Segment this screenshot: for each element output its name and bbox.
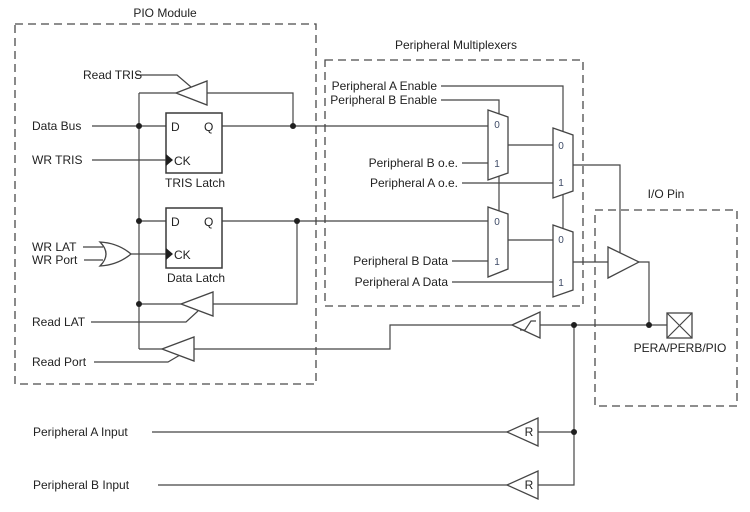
read-port-label: Read Port [32,355,87,369]
oe-mux-b: 0 1 [487,109,509,181]
peripheral-a-data-label: Peripheral A Data [355,275,449,289]
oe-mux-a-input1: 1 [558,178,564,189]
junction-dot [294,218,300,224]
data-latch-box [165,207,223,269]
read-lat-label: Read LAT [32,315,86,329]
output-driver-buffer-icon [607,245,641,280]
tris-latch-caption: TRIS Latch [165,176,225,190]
junction-dot [136,123,142,129]
peripheral-a-input-buffer-r: R [525,425,534,439]
schmitt-trigger-body [510,310,541,340]
mux-wires [441,85,621,283]
pio-module-title: PIO Module [133,6,197,20]
junction-dot [290,123,296,129]
peripheral-b-input-label: Peripheral B Input [33,478,130,492]
peripheral-a-input-buffer-body [505,416,539,448]
io-pin-title: I/O Pin [648,187,685,201]
peripheral-a-input-buffer: R [505,416,539,448]
oe-mux-b-input1: 1 [494,159,500,170]
data-mux-b: 0 1 [487,206,509,278]
junction-dot [646,322,652,328]
data-mux-a-input1: 1 [558,278,564,289]
junction-dot [571,322,577,328]
io-pad: PERA/PERB/PIO [634,312,727,355]
oe-mux-b-body [487,109,509,181]
wr-tris-label: WR TRIS [32,153,82,167]
read-port-buffer-icon [160,336,195,362]
peripheral-b-oe-label: Peripheral B o.e. [369,156,458,170]
data-latch-ck: CK [174,248,191,262]
data-mux-a: 0 1 [552,224,574,298]
tris-latch-d: D [171,120,180,134]
peripheral-multiplexers-border [324,59,584,307]
wr-lat-label: WR LAT [32,240,77,254]
data-mux-a-input0: 0 [558,235,564,246]
io-pad-x-icon [666,312,693,339]
oe-mux-a: 0 1 [552,127,574,199]
tris-latch-ck: CK [174,154,191,168]
data-mux-a-body [552,224,574,298]
data-mux-b-body [487,206,509,278]
peripheral-b-data-label: Peripheral B Data [353,254,448,268]
oe-mux-a-input0: 0 [558,141,564,152]
data-latch-clock-wedge-icon [166,248,173,260]
io-wires [194,261,667,486]
read-lat-buffer-icon [179,291,214,317]
tris-latch-clock-wedge-icon [166,154,173,166]
data-latch: D Q CK Data Latch [165,207,225,285]
peripheral-a-input-label: Peripheral A Input [33,425,128,439]
schmitt-trigger-buffer [510,310,541,340]
junction-dot [136,301,142,307]
pio-wires [83,74,488,363]
data-latch-d: D [171,215,180,229]
oe-mux-a-body [552,127,574,199]
data-bus-label: Data Bus [32,119,81,133]
data-latch-caption: Data Latch [167,271,225,285]
peripheral-b-input-buffer-body [505,469,539,501]
pio-module-border [14,23,317,385]
data-mux-b-input1: 1 [494,257,500,268]
peripheral-b-input-buffer-r: R [525,478,534,492]
data-mux-b-input0: 0 [494,217,500,228]
peripheral-multiplexers-title: Peripheral Multiplexers [395,38,517,52]
junction-dot [136,218,142,224]
tris-latch-q: Q [204,120,213,134]
peripheral-a-oe-label: Peripheral A o.e. [370,176,458,190]
peripheral-input-wires [152,431,507,486]
or-gate [98,241,133,267]
peripheral-b-input-buffer: R [505,469,539,501]
tris-latch-box [165,112,223,174]
io-pin-border [594,209,738,407]
junction-dot [571,429,577,435]
read-tris-buffer-icon [174,80,208,106]
junction-dots [136,123,652,435]
peripheral-b-enable-label: Peripheral B Enable [330,93,437,107]
data-latch-q: Q [204,215,213,229]
wr-port-label: WR Port [32,253,78,267]
hysteresis-icon [520,320,536,331]
tris-latch: D Q CK TRIS Latch [165,112,225,190]
io-pad-label: PERA/PERB/PIO [634,341,727,355]
read-tris-label: Read TRIS [83,68,142,82]
peripheral-a-enable-label: Peripheral A Enable [332,79,438,93]
oe-mux-b-input0: 0 [494,120,500,131]
